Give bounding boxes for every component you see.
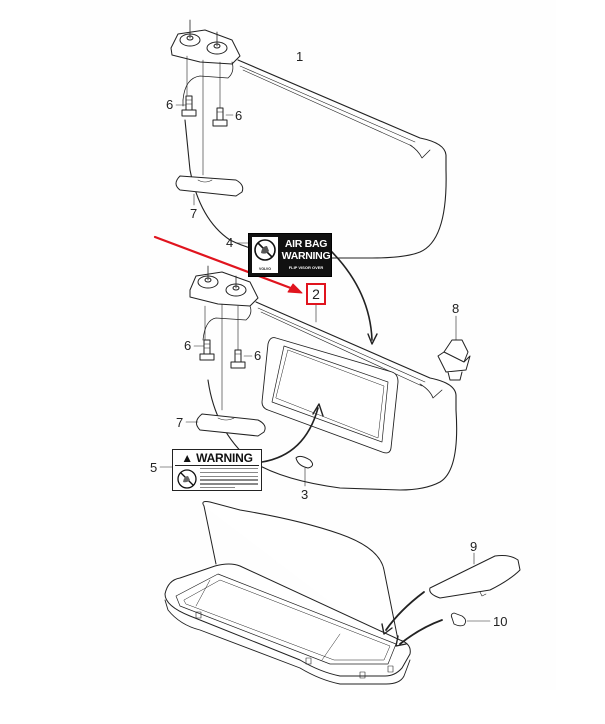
- bolt-upper-right: [212, 107, 228, 127]
- lamp-lens: [429, 552, 521, 599]
- callout-5: 5: [150, 460, 158, 475]
- callout-9: 9: [470, 539, 478, 554]
- airbag-label-line1: AIR BAG: [284, 238, 328, 250]
- callout-2: 2: [312, 286, 320, 302]
- airbag-warning-label: VOLVO AIR BAG WARNING FLIP VISOR OVER: [248, 233, 332, 277]
- warning-heading-text: WARNING: [196, 451, 253, 465]
- visor-clip: [295, 455, 314, 487]
- highlight-arrow: [153, 235, 303, 294]
- airbag-label-line2: WARNING: [281, 250, 331, 262]
- no-child-seat-airbag-icon: [252, 237, 278, 273]
- warning-heading: ▲ WARNING: [175, 451, 259, 465]
- callout-6-lower-right: 6: [254, 348, 262, 363]
- bulb: [450, 612, 491, 627]
- no-child-seat-airbag-icon: [177, 469, 197, 489]
- warning-label: ▲ WARNING: [172, 449, 262, 491]
- callout-1: 1: [296, 49, 304, 64]
- warning-divider: [175, 465, 259, 466]
- callout-6-lower-left: 6: [184, 338, 192, 353]
- callout-3: 3: [301, 487, 309, 502]
- airbag-label-line3: FLIP VISOR OVER: [288, 265, 324, 270]
- bracket-cover-upper: [175, 175, 244, 206]
- sun-visor-lower: [189, 265, 458, 491]
- visor-holder: [437, 315, 471, 381]
- callout-4: 4: [226, 235, 234, 250]
- callout-7-lower: 7: [176, 415, 184, 430]
- brand-text: VOLVO: [259, 267, 271, 271]
- callout-10: 10: [493, 614, 508, 629]
- warning-triangle-icon: ▲: [181, 451, 193, 465]
- sun-visor-upper: [170, 19, 447, 259]
- callout-6-upper-right: 6: [235, 108, 243, 123]
- bracket-cover-lower: [185, 413, 266, 437]
- bolt-lower-right: [230, 349, 246, 369]
- callout-2-highlighted: 2: [306, 283, 326, 305]
- callout-8: 8: [452, 301, 460, 316]
- warning-fine-print: [200, 468, 258, 491]
- bolt-upper-left: [181, 95, 197, 117]
- bolt-lower-left: [199, 339, 215, 361]
- mirror-housing: [164, 501, 443, 685]
- callout-6-upper-left: 6: [166, 97, 174, 112]
- callout-7-upper: 7: [190, 206, 198, 221]
